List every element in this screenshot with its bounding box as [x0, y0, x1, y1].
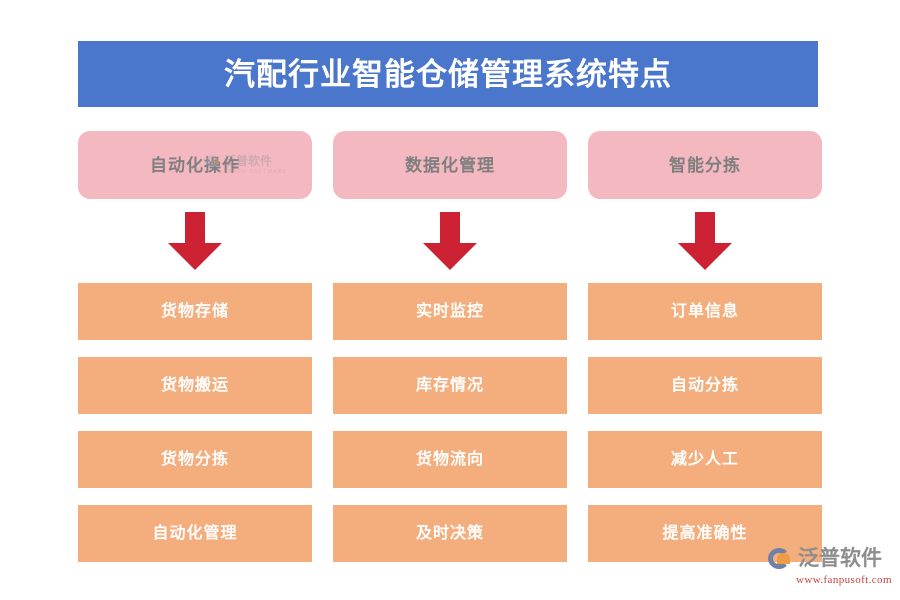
- column-data-management: 数据化管理 实时监控 库存情况 货物流向 及时决策: [333, 131, 567, 563]
- arrow-down-icon: [168, 212, 222, 270]
- list-item[interactable]: 自动分拣: [588, 357, 822, 414]
- title-banner: 汽配行业智能仓储管理系统特点: [78, 41, 818, 107]
- list-item[interactable]: 货物流向: [333, 431, 567, 488]
- list-item-label: 库存情况: [415, 376, 484, 394]
- arrow-down-icon: [423, 212, 477, 270]
- column-header-automation[interactable]: 自动化操作 泛普软件 FANPU SOFTWARE: [78, 131, 312, 199]
- orange-rows-automation: 货物存储 货物搬运 货物分拣 自动化管理: [78, 283, 312, 562]
- brand-name-cn: 泛普软件: [798, 547, 882, 570]
- columns-container: 自动化操作 泛普软件 FANPU SOFTWARE 货物存储: [78, 131, 822, 563]
- list-item[interactable]: 货物存储: [78, 283, 312, 340]
- column-header-label: 数据化管理: [405, 155, 495, 175]
- list-item-label: 减少人工: [670, 450, 739, 468]
- orange-rows-data-management: 实时监控 库存情况 货物流向 及时决策: [333, 283, 567, 562]
- arrow-down-icon: [678, 212, 732, 270]
- list-item[interactable]: 及时决策: [333, 505, 567, 562]
- page-title: 汽配行业智能仓储管理系统特点: [224, 56, 672, 92]
- brand-logo: 泛普软件 www.fanpusoft.com: [768, 543, 892, 589]
- fanpu-logo-icon: [768, 547, 794, 571]
- list-item-label: 提高准确性: [662, 524, 748, 542]
- list-item-label: 自动化管理: [152, 524, 238, 542]
- column-smart-sorting: 智能分拣 订单信息 自动分拣 减少人工 提高准确性: [588, 131, 822, 563]
- list-item-label: 订单信息: [670, 302, 739, 320]
- column-header-label: 自动化操作: [150, 155, 240, 175]
- column-header-data-management[interactable]: 数据化管理: [333, 131, 567, 199]
- list-item[interactable]: 减少人工: [588, 431, 822, 488]
- list-item[interactable]: 自动化管理: [78, 505, 312, 562]
- list-item-label: 自动分拣: [670, 376, 739, 394]
- arrow-zone-automation: [78, 199, 312, 283]
- list-item-label: 货物分拣: [160, 450, 229, 468]
- list-item-label: 实时监控: [415, 302, 484, 320]
- list-item-label: 及时决策: [415, 524, 484, 542]
- arrow-zone-data-management: [333, 199, 567, 283]
- list-item[interactable]: 实时监控: [333, 283, 567, 340]
- list-item-label: 货物流向: [415, 450, 484, 468]
- list-item-label: 货物存储: [160, 302, 229, 320]
- orange-rows-smart-sorting: 订单信息 自动分拣 减少人工 提高准确性: [588, 283, 822, 562]
- list-item[interactable]: 货物分拣: [78, 431, 312, 488]
- brand-website-url: www.fanpusoft.com: [796, 573, 892, 586]
- column-header-smart-sorting[interactable]: 智能分拣: [588, 131, 822, 199]
- list-item[interactable]: 货物搬运: [78, 357, 312, 414]
- list-item[interactable]: 库存情况: [333, 357, 567, 414]
- column-header-label: 智能分拣: [669, 155, 741, 175]
- arrow-zone-smart-sorting: [588, 199, 822, 283]
- list-item[interactable]: 订单信息: [588, 283, 822, 340]
- column-automation: 自动化操作 泛普软件 FANPU SOFTWARE 货物存储: [78, 131, 312, 563]
- list-item-label: 货物搬运: [160, 376, 229, 394]
